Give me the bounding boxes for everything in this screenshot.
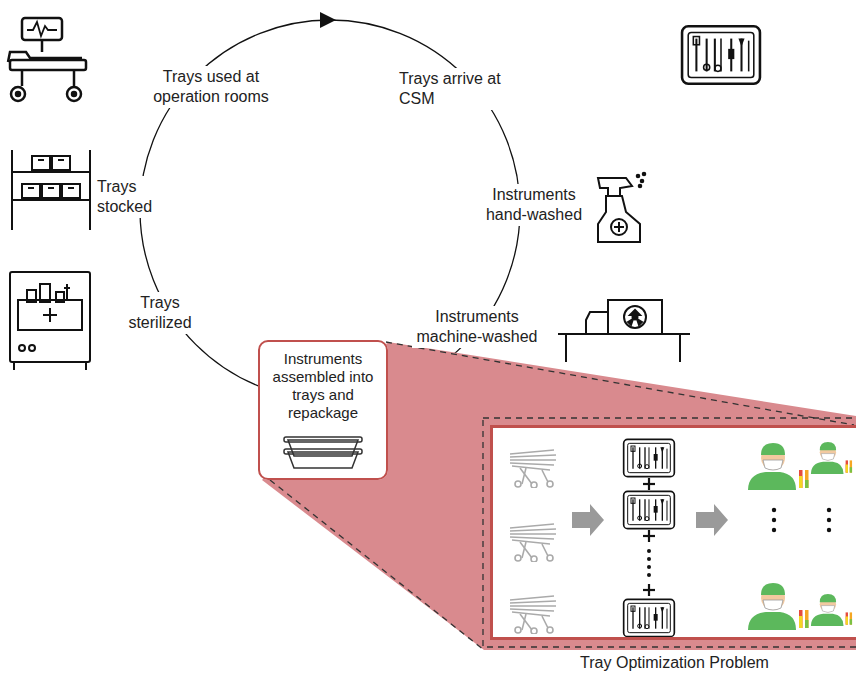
shelves-icon [12,150,90,230]
stage-label: Trays stocked [94,176,158,218]
sterilizer-icon [10,272,90,370]
zoom-line [386,342,854,425]
process-box: Instruments assembled into trays and rep… [258,340,388,480]
stage-label: Instruments machine-washed [412,306,542,348]
tray-icon [682,26,760,83]
stage-label: Trays sterilized [118,292,202,334]
bed-icon [8,18,86,101]
panel-caption: Tray Optimization Problem [493,653,856,673]
stage-label: Instruments hand-washed [478,184,590,226]
tray-stack-icon [284,437,362,468]
box-text: Instruments assembled into trays and rep… [264,350,382,422]
zoom-panel: Tray Optimization Problem [490,425,856,640]
stage-label: Trays used at operation rooms [148,66,274,108]
spray-bottle-icon [598,173,645,242]
stage-label: Trays arrive at CSM [396,68,510,110]
washer-icon [558,300,690,362]
panel-illustration [510,439,852,636]
zoom-projection [262,342,856,650]
